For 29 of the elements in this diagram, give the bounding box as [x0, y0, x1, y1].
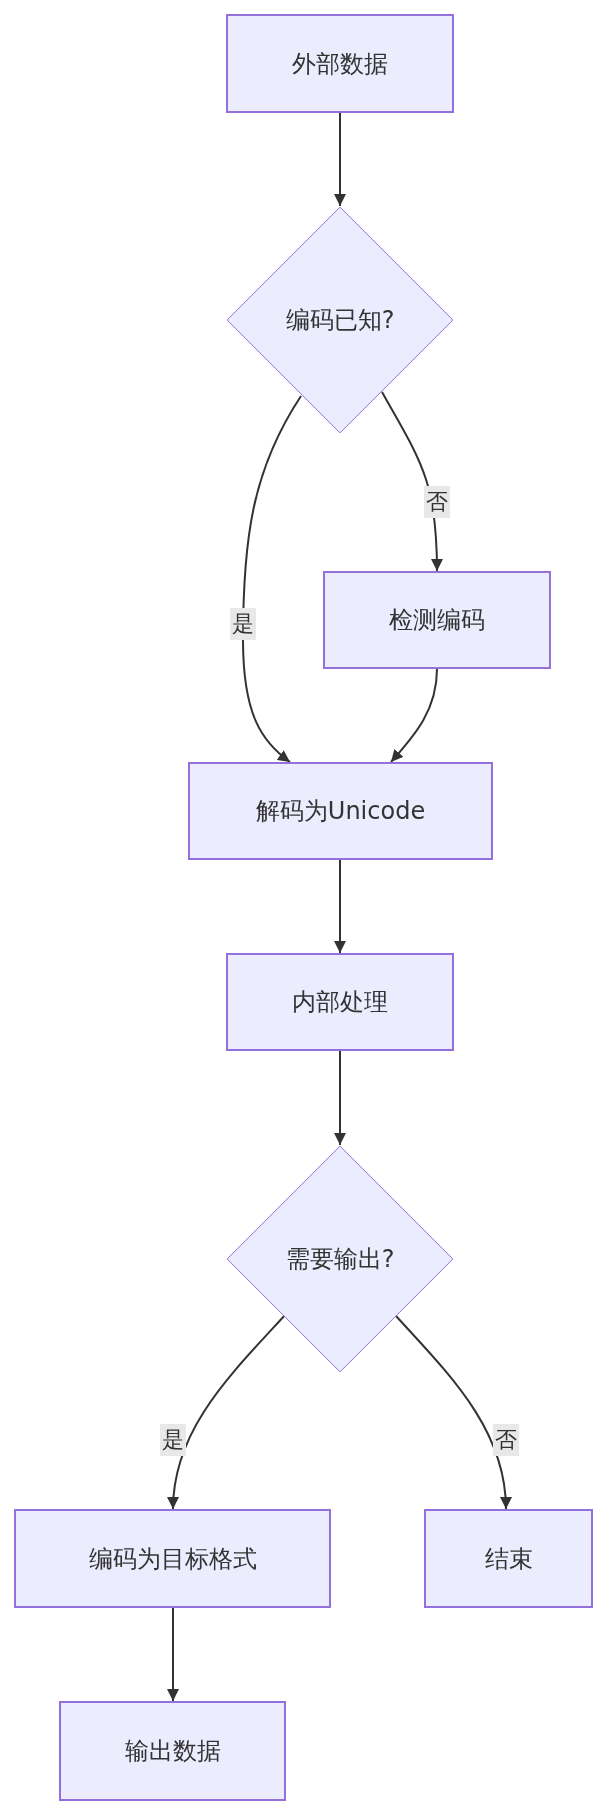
node-text: 内部处理 [292, 987, 388, 1018]
arrow [390, 668, 438, 763]
edge-label: 是 [160, 1424, 186, 1456]
node-text: 编码已知? [285, 305, 395, 336]
decision-diamond [226, 1145, 454, 1373]
edge-label: 是 [230, 608, 256, 640]
process-box [188, 762, 493, 860]
edge-label: 否 [424, 486, 450, 518]
decision-diamond [226, 206, 454, 434]
process-box [226, 14, 454, 113]
node-text: 外部数据 [292, 48, 388, 80]
arrow [167, 1607, 179, 1702]
arrow [242, 395, 302, 763]
node-text: 结束 [484, 1543, 533, 1575]
node-text: 输出数据 [124, 1736, 221, 1767]
process-box [59, 1701, 286, 1801]
arrow [334, 112, 346, 207]
node-text: 编码为目标格式 [88, 1543, 257, 1575]
arrow [395, 1315, 512, 1510]
node-text: 检测编码 [389, 605, 485, 636]
process-box [226, 953, 454, 1051]
edge-label: 否 [493, 1424, 519, 1456]
process-box [14, 1509, 331, 1608]
process-box [323, 571, 551, 669]
process-box [424, 1509, 593, 1608]
node-text: 解码为Unicode [255, 796, 426, 827]
arrow [334, 1050, 346, 1146]
arrow [334, 859, 346, 954]
node-text: 需要输出? [285, 1244, 395, 1275]
